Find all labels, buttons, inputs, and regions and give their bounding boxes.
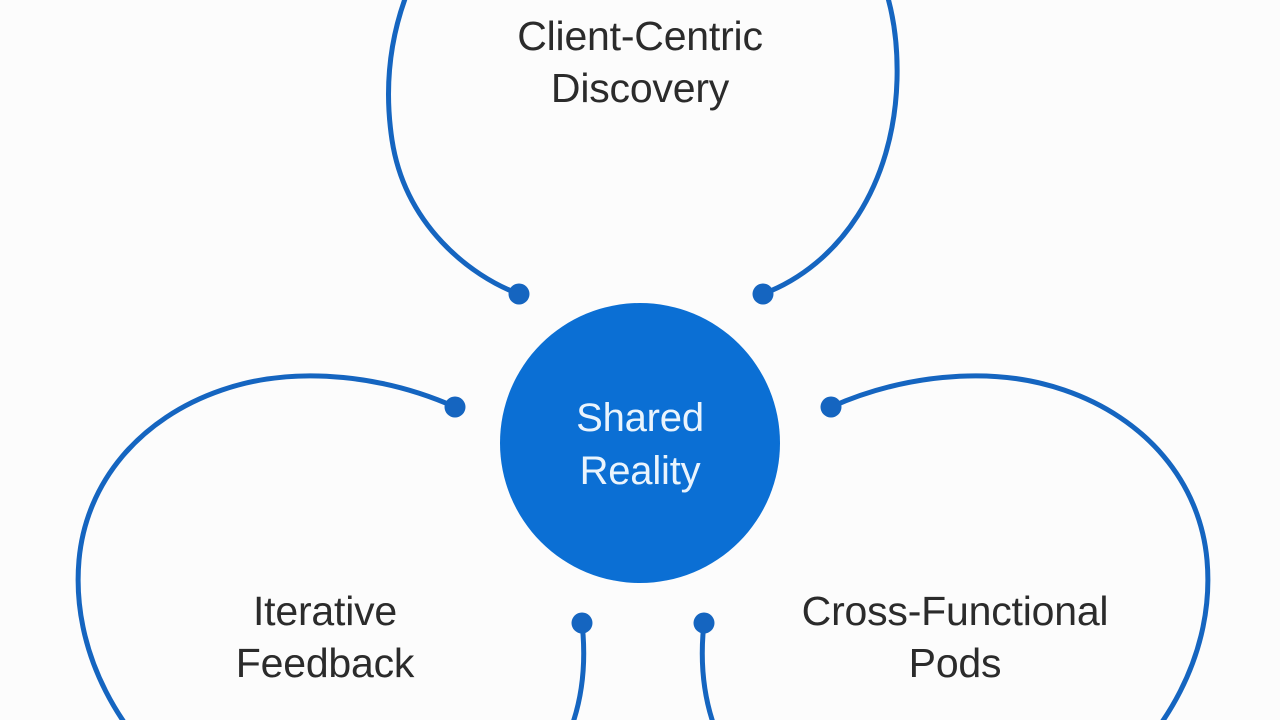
node-label-cross-functional-pods: Cross-Functional Pods (801, 588, 1109, 687)
arc-client-centric-discovery[interactable] (386, 0, 900, 305)
connector-dot-top-left (508, 283, 530, 305)
connector-dot-right-lower (693, 612, 715, 634)
connector-dot-right-upper (820, 396, 842, 418)
connector-dot-left-upper (444, 396, 466, 418)
arc-cross-functional-pods[interactable] (693, 373, 1211, 720)
arc-path-right (699, 373, 1211, 720)
arc-path-top (386, 0, 900, 297)
hub-circle[interactable] (500, 303, 780, 583)
connector-dot-top-right (752, 283, 774, 305)
node-label-iterative-feedback: Iterative Feedback (235, 588, 415, 687)
arc-iterative-feedback[interactable] (75, 373, 593, 720)
connector-dot-left-lower (571, 612, 593, 634)
node-label-client-centric-discovery: Client-Centric Discovery (517, 13, 763, 112)
arc-path-left (75, 373, 587, 720)
